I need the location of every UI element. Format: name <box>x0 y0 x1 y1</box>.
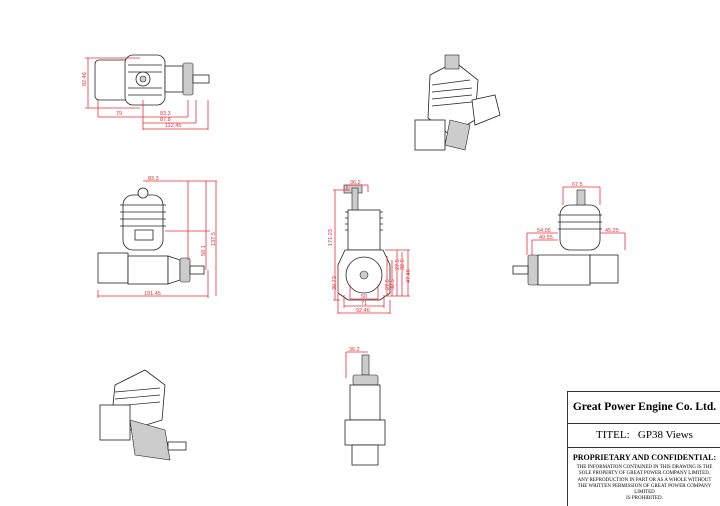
dim-side-width: 191.45 <box>144 291 161 297</box>
dim-side-top: 83.3 <box>148 176 159 182</box>
dim-front-r4: 32.5 <box>400 259 406 270</box>
title-value: GP38 Views <box>637 429 693 441</box>
dim-top-d4: 112.45 <box>165 123 181 129</box>
notice-line: ANY REPRODUCTION IN PART OR AS A WHOLE W… <box>577 477 712 483</box>
company-name: Great Power Engine Co. Ltd. <box>568 392 720 424</box>
title-label: TITEL: <box>596 429 630 441</box>
dim-top-d1: 79 <box>116 111 122 117</box>
dim-rear-l2: 49.55 <box>539 235 553 241</box>
dim-rear-top: 67.5 <box>572 182 583 188</box>
dim-front-w2: 71 <box>361 301 367 307</box>
isometric-view-1 <box>414 54 501 151</box>
dim-front-w3: 92.46 <box>356 308 370 314</box>
dim-side-h2: 58.1 <box>201 245 207 256</box>
confidential-heading: PROPRIETARY AND CONFIDENTIAL: <box>572 453 717 462</box>
notice-line: IS PROHIBITED. <box>626 496 663 502</box>
rear-view: 67.5 54.05 49.55 45.25 <box>512 182 626 286</box>
dim-front-r2: 32.5 <box>390 279 396 290</box>
dim-top-height: 82.46 <box>82 72 88 86</box>
notice-line: LIMITED <box>634 490 655 496</box>
notice-line: SOLE PROPERTY OF GREAT POWER COMPANY LIM… <box>578 471 711 477</box>
dim-front-r3: 27.5 <box>395 259 401 270</box>
notice-line: THE INFORMATION CONTAINED IN THIS DRAWIN… <box>576 465 713 470</box>
title-block: Great Power Engine Co. Ltd. TITEL: GP38 … <box>567 391 720 506</box>
dim-front-left-low: 30.73 <box>332 276 338 290</box>
dim-side-h1: 137.5 <box>211 232 217 246</box>
drawing-title: TITEL: GP38 Views <box>568 424 720 448</box>
dim-front-r5: 47.46 <box>406 269 412 283</box>
dim-top-d2: 83.3 <box>160 111 171 117</box>
dim-top-d3: 87.8 <box>160 117 171 123</box>
confidential-notice: THE INFORMATION CONTAINED IN THIS DRAWIN… <box>568 465 720 503</box>
dim-rear-l1: 54.05 <box>537 228 551 234</box>
top-view: 82.46 79 83.3 87.8 112.45 <box>82 54 210 130</box>
dim-bottom-top: 36.2 <box>349 347 360 353</box>
dim-front-r1: 27.5 <box>385 279 391 290</box>
notice-line: THE WRITTEN PERMISSION OF GREAT POWER CO… <box>577 483 712 489</box>
dim-rear-r1: 45.25 <box>605 228 619 234</box>
bottom-view: 36.2 <box>344 347 386 466</box>
isometric-view-2 <box>99 369 187 461</box>
dim-front-w1: 50 <box>361 294 367 300</box>
front-view: 36.2 171.23 30.73 50 71 92.46 27.5 32.5 … <box>328 180 412 314</box>
dim-front-height: 171.23 <box>328 229 334 246</box>
side-view: 83.3 137.5 58.1 191.45 <box>97 176 217 298</box>
dim-front-top: 36.2 <box>350 180 361 186</box>
